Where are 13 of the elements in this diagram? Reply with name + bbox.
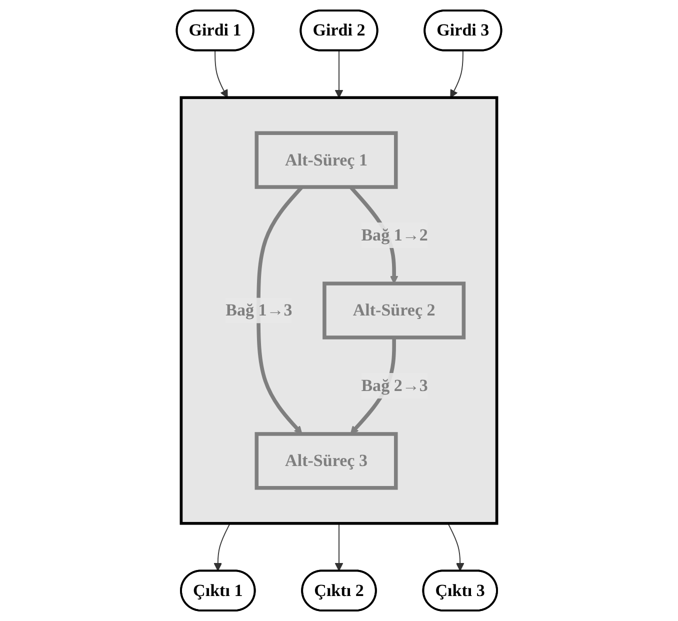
arrow (448, 522, 464, 572)
node-box: Alt-Süreç 2 (322, 282, 466, 340)
node-box: Alt-Süreç 1 (254, 131, 398, 189)
edge-label: Bağ 2→3 (361, 376, 428, 395)
edge-label: Bağ 1→3 (226, 300, 292, 320)
arrow (214, 522, 230, 572)
node-box: Alt-Süreç 3 (254, 432, 398, 490)
arrow (214, 50, 228, 98)
edge-label: Bağ 1→2 (361, 225, 428, 244)
arrow (334, 522, 344, 572)
arrow (450, 50, 464, 98)
cluster (180, 96, 498, 525)
arrow (334, 50, 344, 98)
